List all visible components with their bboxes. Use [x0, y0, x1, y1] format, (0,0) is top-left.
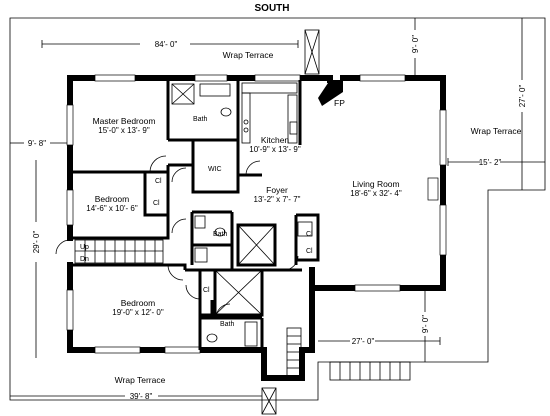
dimension-right-depth-text: 27'- 0" [518, 85, 527, 108]
room-foyer: Foyer 13'-2" x 7'- 7" [254, 185, 301, 204]
closet-bedroom-2-a: Cl [155, 178, 162, 185]
terrace-top-label: Wrap Terrace [223, 50, 274, 60]
bath-fixtures [171, 83, 313, 347]
dimension-lower-right-v: 9'- 0" [421, 290, 430, 362]
dimension-left-mid: 29'- 0" [32, 160, 41, 358]
dimension-top-width-text: 84'- 0" [155, 40, 178, 49]
terrace-bottom-label: Wrap Terrace [115, 375, 166, 385]
dimension-right-mid-text: 15'- 2" [479, 158, 502, 167]
interior-walls [70, 80, 320, 350]
fireplace: FP [318, 80, 345, 108]
dimension-top-width: 84'- 0" [41, 40, 299, 49]
bedroom-3-dims: 19'-0" x 12'- 0" [112, 308, 164, 317]
kitchen-name: Kitchen [261, 135, 290, 145]
door-swings [55, 155, 299, 319]
elevator-lower [214, 269, 263, 316]
dimension-lower-right-v-text: 9'- 0" [421, 315, 430, 333]
bath-hall-label: Bath [213, 231, 228, 238]
terrace-right-label: Wrap Terrace [471, 126, 522, 136]
elevator-upper [237, 224, 276, 266]
svg-text:FP: FP [334, 98, 345, 108]
dimension-right-mid: 15'- 2" [447, 158, 545, 167]
bedroom-2-dims: 14'-6" x 10'- 6" [86, 204, 138, 213]
kitchen-dims: 10'-9" x 13'- 9" [249, 145, 301, 154]
dimension-top-depth: 9'- 0" [411, 18, 420, 75]
foyer-name: Foyer [266, 185, 288, 195]
room-master-bedroom: Master Bedroom 15'-0" x 13'- 9" [93, 116, 156, 135]
foyer-dims: 13'-2" x 7'- 7" [254, 195, 301, 204]
dimension-lower-right-text: 27'- 0" [352, 337, 375, 346]
bedroom-3-name: Bedroom [121, 298, 156, 308]
kitchen-fixtures [241, 82, 298, 144]
dimension-bottom-width: 39'- 8" [10, 392, 262, 401]
dimension-left-top: 9'- 8" [10, 139, 70, 148]
dimension-top-depth-text: 9'- 0" [411, 35, 420, 53]
master-bedroom-dims: 15'-0" x 13'- 9" [98, 126, 150, 135]
living-room-dims: 18'-6" x 32'- 4" [350, 189, 402, 198]
room-living-room: Living Room 18'-6" x 32'- 4" [350, 179, 402, 198]
stair-right-exterior [329, 361, 411, 381]
master-bedroom-name: Master Bedroom [93, 116, 156, 126]
living-room-name: Living Room [352, 179, 399, 189]
room-bedroom-2: Bedroom 14'-6" x 10'- 6" [86, 194, 138, 213]
room-bedroom-3: Bedroom 19'-0" x 12'- 0" [112, 298, 164, 317]
wic-label: WIC [208, 166, 222, 173]
bath-master-label: Bath [193, 116, 208, 123]
closet-bedroom-2-b: Cl [153, 200, 160, 207]
compass-label: SOUTH [255, 3, 290, 14]
bedroom-2-name: Bedroom [95, 194, 130, 204]
dimension-lower-right: 27'- 0" [318, 337, 441, 346]
shaft-bottom [261, 387, 277, 415]
stair-dn-label: Dn [80, 256, 89, 263]
stair-up-label: Up [80, 244, 89, 251]
dimension-left-mid-text: 29'- 0" [32, 231, 41, 254]
terrace-outline [9, 17, 546, 401]
dimension-left-top-text: 9'- 8" [28, 139, 46, 148]
closet-foyer-a: Cl [306, 231, 313, 238]
stair-lower [286, 327, 302, 377]
closet-foyer-b: Cl [306, 248, 313, 255]
bath-lower-label: Bath [220, 321, 235, 328]
shaft-top [304, 29, 320, 75]
stair-left: Up Dn [74, 239, 164, 264]
windows [66, 74, 447, 354]
dimension-right-depth: 27'- 0" [518, 18, 527, 190]
room-kitchen: Kitchen 10'-9" x 13'- 9" [249, 135, 301, 154]
closet-bedroom-3: Cl [203, 287, 210, 294]
dimension-bottom-width-text: 39'- 8" [130, 392, 153, 401]
